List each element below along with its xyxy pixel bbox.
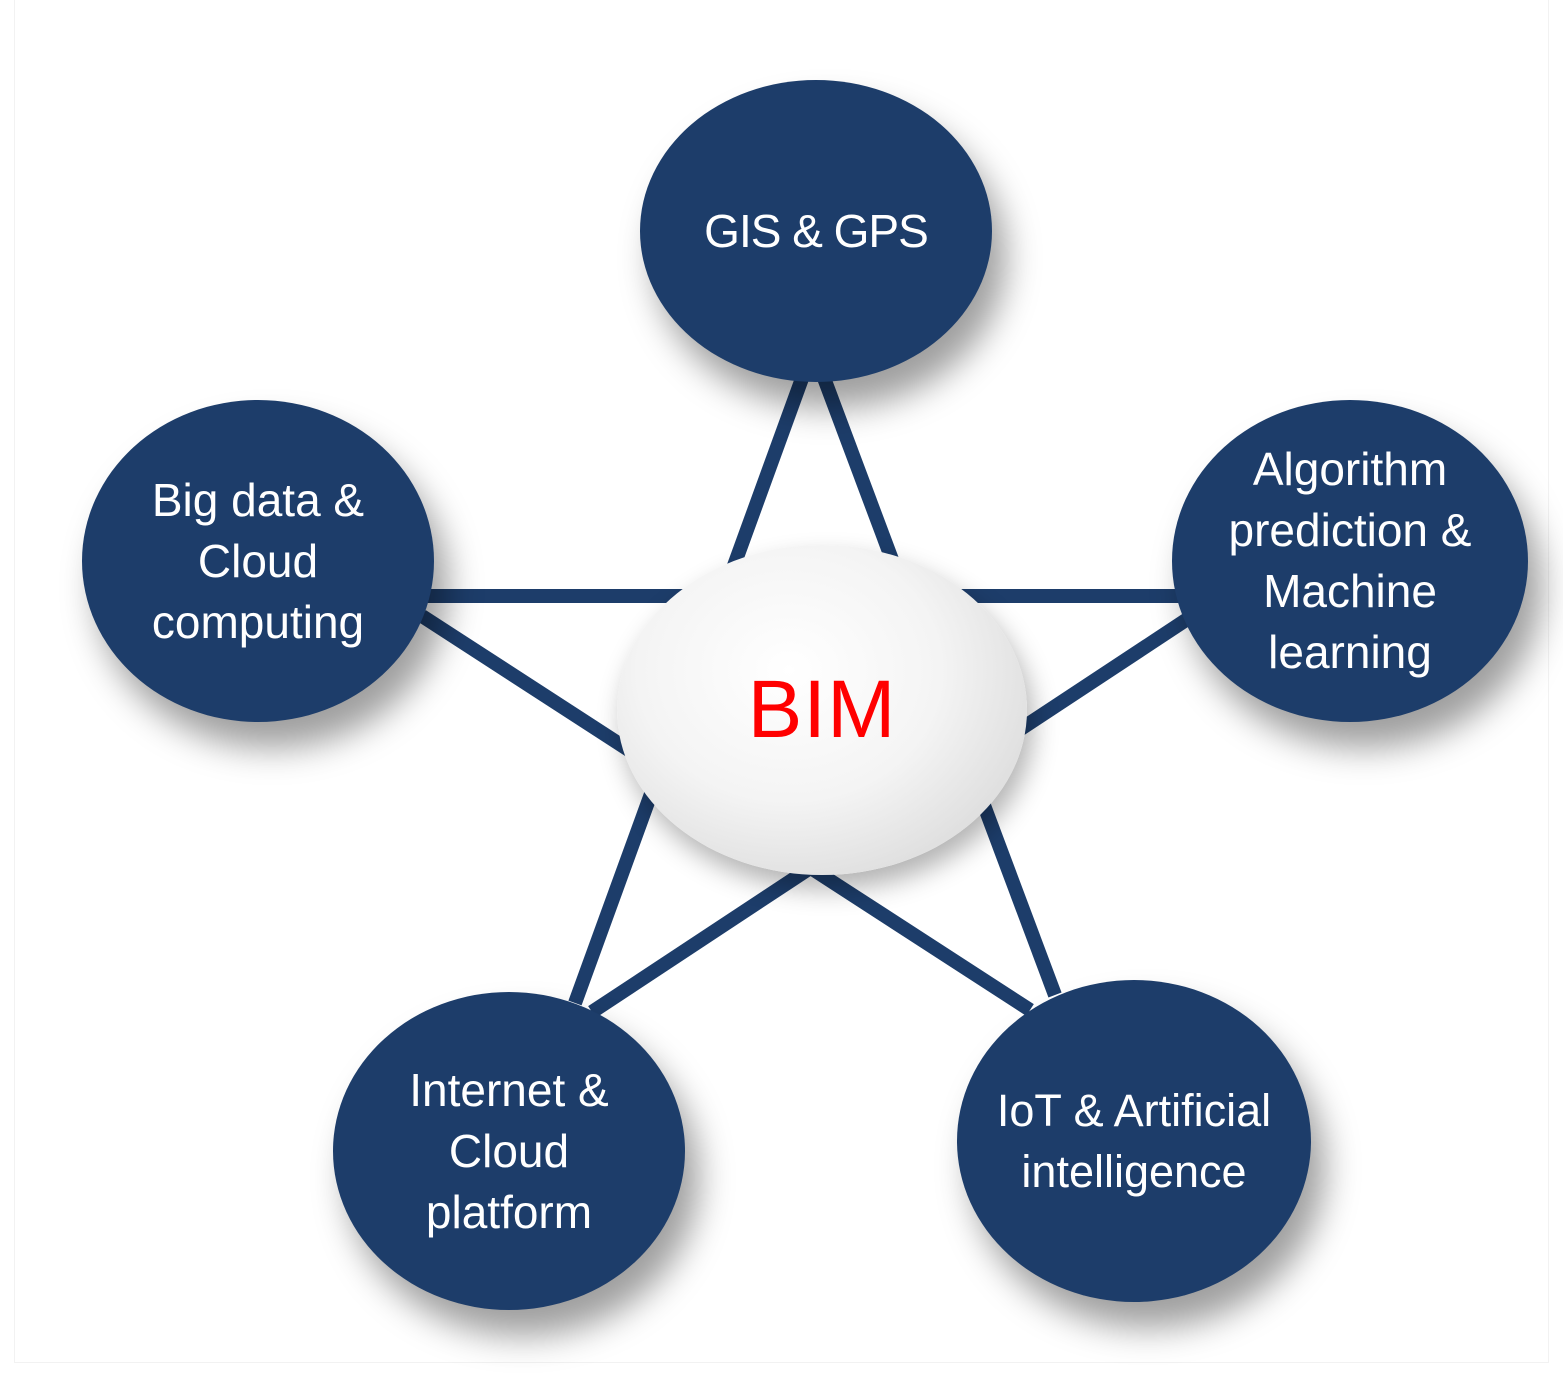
node-gis-gps: GIS & GPS: [640, 80, 992, 382]
node-internet-line-1: Internet &: [409, 1063, 609, 1116]
node-algorithm-line-4: learning: [1268, 626, 1432, 678]
node-gis-gps-line-1: GIS & GPS: [704, 204, 929, 257]
node-iot-line-2: intelligence: [1021, 1146, 1247, 1197]
node-big-data-cloud-computing: Big data & Cloud computing: [82, 400, 434, 722]
node-big-data-line-2: Cloud: [197, 534, 319, 587]
node-internet-cloud-platform: Internet & Cloud platform: [333, 992, 685, 1310]
node-big-data-line-1: Big data &: [151, 473, 365, 526]
node-internet-line-2: Cloud: [448, 1124, 570, 1177]
node-algorithm-line-2: prediction &: [1228, 504, 1472, 556]
node-iot-line-1: IoT & Artificial: [996, 1085, 1272, 1136]
node-internet-line-3: platform: [425, 1185, 593, 1238]
node-algorithm-line-3: Machine: [1263, 565, 1437, 617]
center-node-bim: BIM: [617, 545, 1027, 875]
node-algorithm-line-1: Algorithm: [1252, 443, 1448, 495]
node-algorithm-machine-learning: Algorithm prediction & Machine learning: [1172, 400, 1528, 722]
center-label: BIM: [747, 664, 897, 755]
node-big-data-line-3: computing: [151, 595, 365, 648]
node-iot-artificial-intelligence: IoT & Artificial intelligence: [957, 980, 1311, 1302]
